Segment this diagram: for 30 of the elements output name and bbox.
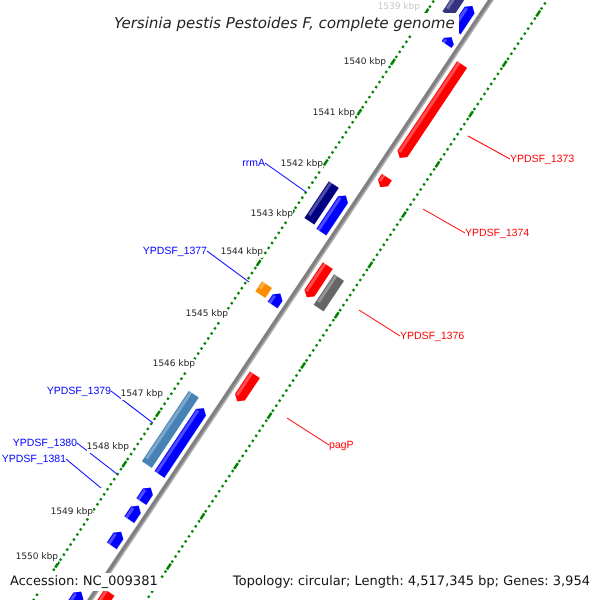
gene-label: YPDSF_1376: [400, 330, 464, 342]
kbp-tick-label: 1543 kbp: [250, 208, 293, 220]
gene-label: YPDSF_1374: [465, 226, 530, 240]
gene-label: YPDSF_1377: [142, 244, 207, 258]
kbp-tick-label: 1546 kbp: [152, 358, 195, 370]
kbp-tick-label: 1548 kbp: [86, 442, 129, 452]
leader-line: [264, 162, 306, 192]
leader-line: [66, 458, 102, 488]
gene-label: YPDSF_1380: [12, 436, 77, 450]
leader-line: [110, 390, 154, 424]
kbp-tick-label: 1542 kbp: [280, 158, 323, 170]
leader-line: [206, 250, 250, 282]
leader-line: [468, 136, 510, 160]
leader-line: [76, 442, 118, 474]
genome-summary-text: Topology: circular; Length: 4,517,345 bp; Genes: 3,954: [230, 573, 592, 591]
kbp-tick-label: 1540 kbp: [344, 56, 386, 68]
kbp-tick-label: 1544 kbp: [220, 246, 263, 258]
gene-label: YPDSF_1381: [2, 452, 66, 466]
kbp-tick-label: 1541 kbp: [312, 108, 355, 118]
gene-label: YPDSF_1379: [46, 384, 111, 398]
leader-line: [286, 418, 330, 446]
kbp-tick-label: 1549 kbp: [50, 506, 93, 518]
kbp-tick-label: 1550 kbp: [16, 552, 58, 562]
gene-label: rrmA: [242, 156, 265, 170]
kbp-tick-label: 1545 kbp: [186, 308, 228, 320]
gene-label: YPDSF_1373: [510, 152, 574, 166]
leader-line: [358, 310, 400, 336]
leader-line: [422, 208, 466, 234]
gene-label: pagP: [329, 438, 354, 452]
kbp-tick-label: 1547 kbp: [120, 388, 163, 400]
